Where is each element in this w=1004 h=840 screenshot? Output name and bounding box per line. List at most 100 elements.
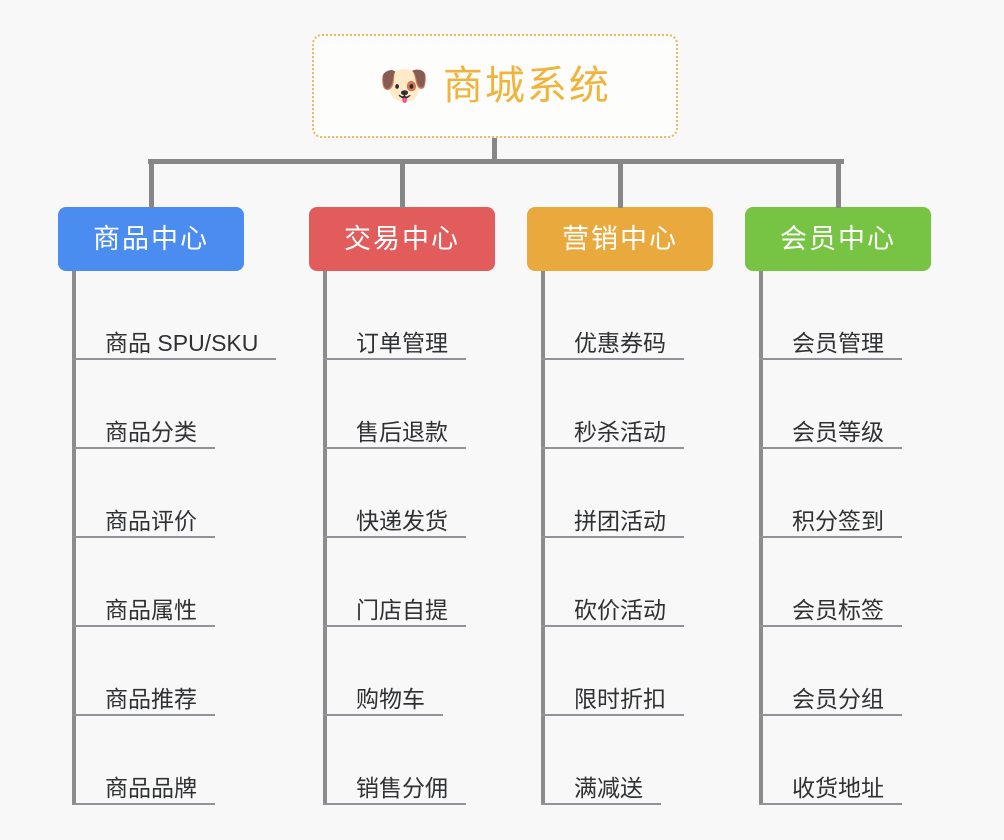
leaf-label: 收货地址 — [792, 774, 884, 801]
leaf-underline — [759, 803, 902, 805]
branch-2: 交易中心 — [309, 207, 495, 271]
branch-1: 商品中心 — [58, 207, 244, 271]
branch-trunk-4 — [759, 271, 763, 805]
leaf-item[interactable]: 订单管理 — [323, 271, 553, 360]
leaf-label: 销售分佣 — [356, 774, 448, 801]
leaf-label: 秒杀活动 — [574, 418, 666, 445]
leaf-underline — [72, 358, 276, 360]
branch-trunk-2 — [323, 271, 327, 805]
leaf-label: 商品 SPU/SKU — [105, 329, 259, 356]
leaf-label: 商品推荐 — [105, 685, 197, 712]
root-title: 商城系统 — [442, 64, 611, 108]
leaf-item[interactable]: 积分签到 — [759, 449, 989, 538]
leaf-underline — [759, 358, 902, 360]
leaf-underline — [323, 536, 466, 538]
leaf-underline — [759, 625, 902, 627]
leaf-item[interactable]: 商品品牌 — [72, 716, 302, 805]
leaf-underline — [323, 625, 466, 627]
branch-header-1[interactable]: 商品中心 — [58, 207, 244, 271]
leaf-label: 拼团活动 — [574, 507, 666, 534]
leaf-underline — [72, 714, 215, 716]
branch-trunk-3 — [541, 271, 545, 805]
leaf-label: 限时折扣 — [574, 685, 666, 712]
leaf-item[interactable]: 会员管理 — [759, 271, 989, 360]
leaf-label: 会员等级 — [792, 418, 884, 445]
leaf-item[interactable]: 拼团活动 — [541, 449, 771, 538]
leaf-label: 商品品牌 — [105, 774, 197, 801]
leaf-item[interactable]: 商品分类 — [72, 360, 302, 449]
connector-drop-2 — [400, 159, 405, 208]
leaf-label: 商品属性 — [105, 596, 197, 623]
leaf-list-4: 会员管理会员等级积分签到会员标签会员分组收货地址 — [759, 271, 989, 805]
leaf-item[interactable]: 门店自提 — [323, 538, 553, 627]
leaf-label: 订单管理 — [356, 329, 448, 356]
leaf-item[interactable]: 会员标签 — [759, 538, 989, 627]
leaf-item[interactable]: 售后退款 — [323, 360, 553, 449]
branch-header-label: 营销中心 — [562, 223, 678, 254]
leaf-underline — [323, 714, 443, 716]
leaf-underline — [541, 358, 684, 360]
branch-3: 营销中心 — [527, 207, 713, 271]
leaf-list-3: 优惠券码秒杀活动拼团活动砍价活动限时折扣满减送 — [541, 271, 771, 805]
leaf-item[interactable]: 商品评价 — [72, 449, 302, 538]
leaf-item[interactable]: 销售分佣 — [323, 716, 553, 805]
leaf-item[interactable]: 限时折扣 — [541, 627, 771, 716]
leaf-label: 会员标签 — [792, 596, 884, 623]
dog-face-icon: 🐶 — [379, 64, 429, 108]
leaf-item[interactable]: 商品推荐 — [72, 627, 302, 716]
branch-trunk-1 — [72, 271, 76, 805]
leaf-label: 商品分类 — [105, 418, 197, 445]
connector-drop-1 — [149, 159, 154, 208]
leaf-underline — [541, 803, 661, 805]
leaf-item[interactable]: 满减送 — [541, 716, 771, 805]
leaf-item[interactable]: 秒杀活动 — [541, 360, 771, 449]
leaf-underline — [759, 536, 902, 538]
leaf-label: 满减送 — [574, 774, 643, 801]
leaf-underline — [323, 447, 466, 449]
leaf-label: 积分签到 — [792, 507, 884, 534]
leaf-label: 商品评价 — [105, 507, 197, 534]
leaf-item[interactable]: 会员等级 — [759, 360, 989, 449]
leaf-label: 购物车 — [356, 685, 425, 712]
leaf-item[interactable]: 商品 SPU/SKU — [72, 271, 302, 360]
leaf-underline — [759, 714, 902, 716]
leaf-item[interactable]: 砍价活动 — [541, 538, 771, 627]
leaf-item[interactable]: 会员分组 — [759, 627, 989, 716]
branch-header-label: 商品中心 — [93, 223, 209, 254]
branch-header-3[interactable]: 营销中心 — [527, 207, 713, 271]
connector-drop-3 — [618, 159, 623, 208]
leaf-item[interactable]: 收货地址 — [759, 716, 989, 805]
leaf-underline — [541, 714, 684, 716]
leaf-label: 快递发货 — [356, 507, 448, 534]
leaf-item[interactable]: 购物车 — [323, 627, 553, 716]
leaf-underline — [759, 447, 902, 449]
leaf-underline — [72, 536, 215, 538]
leaf-label: 会员分组 — [792, 685, 884, 712]
leaf-item[interactable]: 快递发货 — [323, 449, 553, 538]
leaf-underline — [323, 803, 466, 805]
connector-horizontal-bus — [148, 159, 844, 164]
leaf-underline — [72, 625, 215, 627]
leaf-label: 优惠券码 — [574, 329, 666, 356]
branch-4: 会员中心 — [745, 207, 931, 271]
leaf-label: 会员管理 — [792, 329, 884, 356]
branch-header-label: 会员中心 — [780, 223, 896, 254]
leaf-underline — [72, 447, 215, 449]
branch-header-2[interactable]: 交易中心 — [309, 207, 495, 271]
connector-drop-4 — [836, 159, 841, 208]
leaf-underline — [72, 803, 215, 805]
leaf-list-2: 订单管理售后退款快递发货门店自提购物车销售分佣 — [323, 271, 553, 805]
leaf-label: 门店自提 — [356, 596, 448, 623]
leaf-underline — [541, 536, 684, 538]
leaf-label: 售后退款 — [356, 418, 448, 445]
leaf-item[interactable]: 优惠券码 — [541, 271, 771, 360]
connector-root-stem — [492, 138, 497, 163]
leaf-underline — [541, 447, 684, 449]
leaf-item[interactable]: 商品属性 — [72, 538, 302, 627]
leaf-label: 砍价活动 — [574, 596, 666, 623]
root-node[interactable]: 🐶 商城系统 — [312, 34, 678, 138]
branch-header-4[interactable]: 会员中心 — [745, 207, 931, 271]
leaf-underline — [541, 625, 684, 627]
branch-header-label: 交易中心 — [344, 223, 460, 254]
